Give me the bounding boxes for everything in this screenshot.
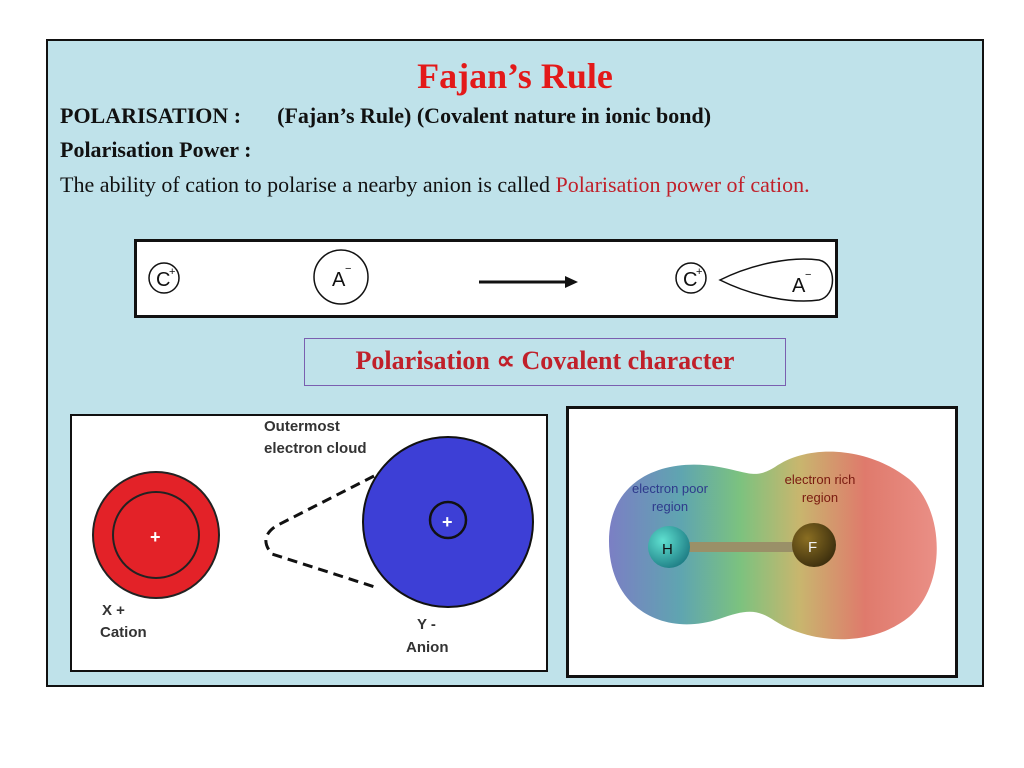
ion-polarisation-diagram: C + A − C + A − [134, 239, 838, 318]
cloud-distortion-outline [264, 474, 379, 590]
anion-label: Anion [406, 639, 449, 656]
outer-cloud-label-1: Outermost [264, 418, 340, 435]
electron-rich-label-2: region [802, 490, 838, 505]
electron-rich-label-1: electron rich [785, 472, 856, 487]
anion-symbol-right: A [792, 275, 806, 297]
anion-circle-left [313, 249, 369, 305]
anion-charge-left: − [345, 263, 351, 275]
electron-poor-label-1: electron poor [632, 481, 709, 496]
anion-symbol-left: A [332, 269, 346, 291]
definition-paragraph: The ability of cation to polarise a near… [60, 169, 974, 200]
h-f-bond [673, 542, 799, 552]
cation-charge-right: + [696, 266, 702, 278]
outer-cloud-label-2: electron cloud [264, 440, 367, 457]
cation-symbol-left: C [156, 269, 170, 291]
polarisation-heading: POLARISATION : (Fajan’s Rule) (Covalent n… [60, 103, 711, 129]
polarisation-detail: (Fajan’s Rule) (Covalent nature in ionic… [277, 103, 712, 128]
hydrogen-label: H [662, 541, 673, 558]
cation-symbol: X + [102, 602, 125, 619]
slide-title: Fajan’s Rule [417, 56, 613, 96]
cation-label: Cation [100, 624, 147, 641]
cation-circle-right [675, 262, 707, 294]
ion-diagram-svg: C + A − C + A − [148, 249, 834, 305]
anion-nucleus-ring [428, 500, 468, 540]
fluorine-atom [792, 523, 836, 567]
arrow-head-icon [565, 276, 578, 288]
distorted-anion-cloud [718, 258, 834, 302]
electrostatic-map-svg: H F electron poor region electron rich r… [609, 451, 937, 640]
cation-inner-shell [112, 491, 200, 579]
electron-cloud-svg: Outermost electron cloud + + X + Cation … [92, 418, 534, 656]
definition-text: The ability of cation to polarise a near… [60, 172, 556, 197]
fluorine-label: F [808, 539, 817, 556]
polarisation-power-heading: Polarisation Power : [60, 137, 252, 162]
polarisation-label: POLARISATION : [60, 103, 242, 128]
cation-charge-left: + [169, 266, 175, 278]
electron-cloud-figure: Outermost electron cloud + + X + Cation … [70, 414, 548, 672]
cation-sphere [92, 471, 220, 599]
relation-box: Polarisation ∝ Covalent character [304, 338, 786, 386]
cation-circle-left [148, 262, 180, 294]
electron-poor-label-2: region [652, 499, 688, 514]
anion-sphere [362, 436, 534, 608]
anion-charge-right: − [805, 269, 811, 281]
anion-plus: + [442, 512, 453, 532]
anion-symbol: Y - [417, 616, 436, 633]
cation-symbol-right: C [683, 269, 697, 291]
definition-highlight: Polarisation power of cation. [555, 172, 810, 197]
hydrogen-atom [648, 526, 690, 568]
slide: Fajan’s Rule POLARISATION : (Fajan’s Rule… [46, 39, 984, 687]
electrostatic-map-figure: H F electron poor region electron rich r… [566, 406, 958, 678]
cation-plus: + [150, 527, 161, 547]
